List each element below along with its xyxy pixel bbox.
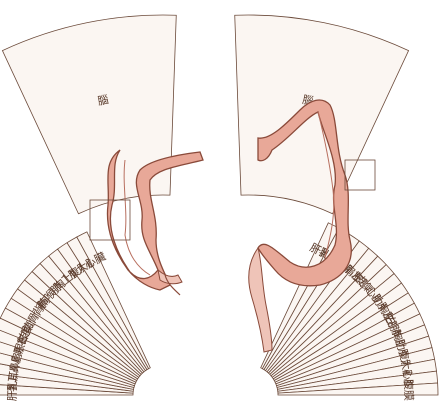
right-fan-label: 腹膜 <box>402 379 417 401</box>
